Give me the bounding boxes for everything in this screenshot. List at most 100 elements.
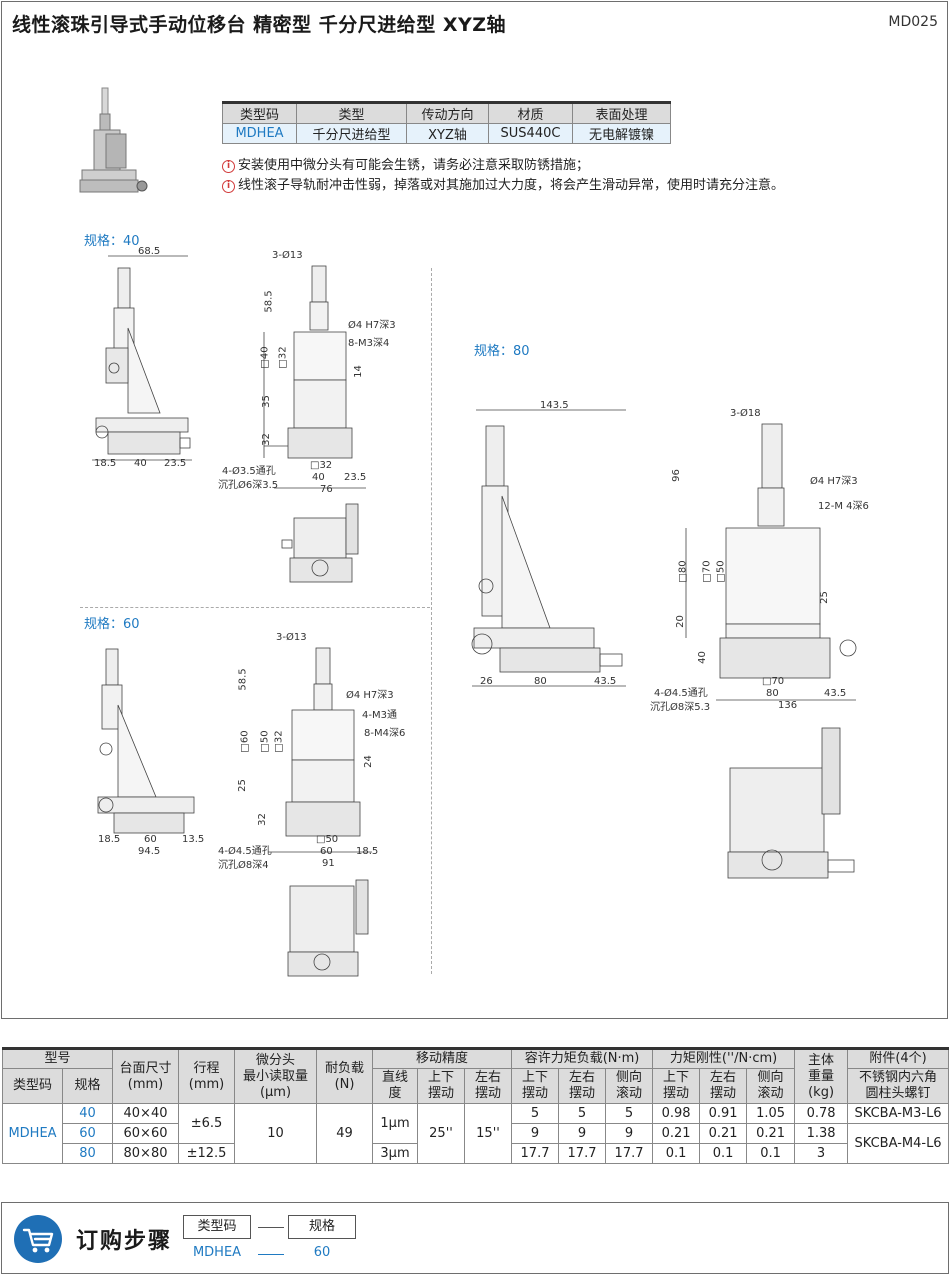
stiffness-cell: 0.1 <box>746 1143 796 1164</box>
dim-label: 12-M 4深6 <box>818 501 869 512</box>
dim-label: 35 <box>260 395 272 408</box>
dim-label: Ø4 H7深3 <box>348 320 396 331</box>
dim-label: 沉孔Ø8深4 <box>218 860 269 871</box>
product-photo <box>79 87 148 193</box>
main-frame <box>1 1 948 1019</box>
dim-label: 26 <box>480 676 493 687</box>
specification-table: 型号 台面尺寸 (mm) 行程 (mm) 微分头 最小读取量 (µm) 耐负载 … <box>1 1047 950 1164</box>
sub-header: 左右 摆动 <box>699 1068 748 1104</box>
moment-cell: 5 <box>511 1103 560 1124</box>
dim-label: 76 <box>320 484 333 495</box>
dim-label: 94.5 <box>138 846 161 857</box>
col-header: 附件(4个) <box>847 1047 950 1069</box>
straightness-cell: 1µm <box>372 1103 419 1144</box>
dim-label: 18.5 <box>98 834 121 845</box>
order-steps-panel: 订购步骤 类型码 规格 MDHEA 60 <box>1 1202 949 1274</box>
sub-header: 规格 <box>61 1068 114 1104</box>
dim-label: 143.5 <box>540 400 569 411</box>
dim-label: 3-Ø13 <box>272 250 303 261</box>
moment-cell: 17.7 <box>511 1143 560 1164</box>
spec-80-top-view <box>685 423 857 701</box>
size-cell: 80×80 <box>112 1143 180 1164</box>
dim-label: 23.5 <box>164 458 187 469</box>
dim-label: □32 <box>277 346 289 369</box>
sub-header: 上下 摆动 <box>511 1068 560 1104</box>
section-divider <box>80 607 430 608</box>
dim-label: 40 <box>312 472 325 483</box>
dim-label: 68.5 <box>138 246 161 257</box>
sub-header: 不锈钢内六角 圆柱头螺钉 <box>847 1068 950 1104</box>
weight-cell: 1.38 <box>794 1123 849 1144</box>
stiffness-cell: 0.1 <box>699 1143 748 1164</box>
straightness-cell: 3µm <box>372 1143 419 1164</box>
dim-label: □60 <box>239 730 251 753</box>
product-info-table: 类型码 类型 传动方向 材质 表面处理 MDHEA 千分尺进给型 XYZ轴 SU… <box>222 101 671 144</box>
sub-header: 上下 摆动 <box>417 1068 466 1104</box>
cart-icon <box>14 1215 62 1263</box>
moment-cell: 9 <box>605 1123 654 1144</box>
moment-cell: 17.7 <box>605 1143 654 1164</box>
dim-label: 20 <box>674 615 686 628</box>
step-type-code-value: MDHEA <box>192 1245 242 1260</box>
screw-cell: SKCBA-M3-L6 <box>847 1103 950 1124</box>
dim-label: 80 <box>766 688 779 699</box>
page-title: 线性滚珠引导式手动位移台 精密型 千分尺进给型 XYZ轴 <box>12 14 507 36</box>
col-header: 移动精度 <box>372 1047 513 1069</box>
size-cell: 60×60 <box>112 1123 180 1144</box>
step-type-code-box: 类型码 <box>183 1215 251 1239</box>
col-header: 微分头 最小读取量 (µm) <box>234 1047 318 1104</box>
dim-label: 136 <box>778 700 798 711</box>
type-code-cell: MDHEA <box>2 1103 63 1164</box>
info-header: 表面处理 <box>572 101 671 124</box>
dim-label: 24 <box>362 755 374 768</box>
dim-label: 18.5 <box>94 458 117 469</box>
info-header: 材质 <box>488 101 573 124</box>
spec-80-label: 规格：80 <box>474 344 530 359</box>
table-row: MDHEA 40 40×40 ±6.5 10 49 1µm 25'' 15'' … <box>2 1103 950 1164</box>
note-text: 安装使用中微分头有可能会生锈，请务必注意采取防锈措施； <box>238 158 590 173</box>
spec-80-side-view <box>471 409 626 687</box>
stiffness-cell: 0.21 <box>746 1123 796 1144</box>
col-header: 型号 <box>1 1047 114 1069</box>
spec-60-top-view <box>268 647 372 853</box>
sub-header: 左右 摆动 <box>464 1068 513 1104</box>
dim-label: □50 <box>715 560 727 583</box>
col-header: 行程 (mm) <box>178 1047 236 1104</box>
dim-label: □80 <box>677 560 689 583</box>
dim-label: 4-Ø4.5通孔 <box>218 846 272 857</box>
dim-label: Ø4 H7深3 <box>346 690 394 701</box>
spec-40-front-view <box>281 503 359 583</box>
spec-40-side-view <box>92 255 192 461</box>
info-cell: XYZ轴 <box>406 123 489 144</box>
stiffness-cell: 0.91 <box>699 1103 748 1124</box>
col-header: 台面尺寸 (mm) <box>112 1047 180 1104</box>
stiffness-cell: 0.98 <box>652 1103 701 1124</box>
info-cell: 千分尺进给型 <box>296 123 407 144</box>
size-cell: 40×40 <box>112 1103 180 1124</box>
dim-label: Ø4 H7深3 <box>810 476 858 487</box>
dim-label: 96 <box>670 469 682 482</box>
dim-label: 沉孔Ø6深3.5 <box>218 480 279 491</box>
sub-header: 侧向 滚动 <box>605 1068 654 1104</box>
stiffness-cell: 0.1 <box>652 1143 701 1164</box>
spec-40-label: 规格：40 <box>84 234 140 249</box>
spec-cell: 40 <box>61 1103 114 1124</box>
dim-label: 18.5 <box>356 846 379 857</box>
step-spec-value: 60 <box>313 1245 331 1260</box>
warning-icon: i <box>222 159 235 173</box>
dim-label: 60 <box>144 834 157 845</box>
travel-cell: ±6.5 <box>178 1103 236 1144</box>
dim-label: 13.5 <box>182 834 205 845</box>
spec-60-label: 规格：60 <box>84 617 140 632</box>
sub-header: 直线 度 <box>372 1068 419 1104</box>
stiffness-cell: 1.05 <box>746 1103 796 1124</box>
dim-label: 3-Ø18 <box>730 408 761 419</box>
info-header: 类型码 <box>222 101 297 124</box>
dim-label: 32 <box>260 433 272 446</box>
travel-cell: ±12.5 <box>178 1143 236 1164</box>
dim-label: □70 <box>762 676 785 687</box>
weight-cell: 3 <box>794 1143 849 1164</box>
stiffness-cell: 0.21 <box>652 1123 701 1144</box>
col-header: 耐负载 (N) <box>316 1047 374 1104</box>
